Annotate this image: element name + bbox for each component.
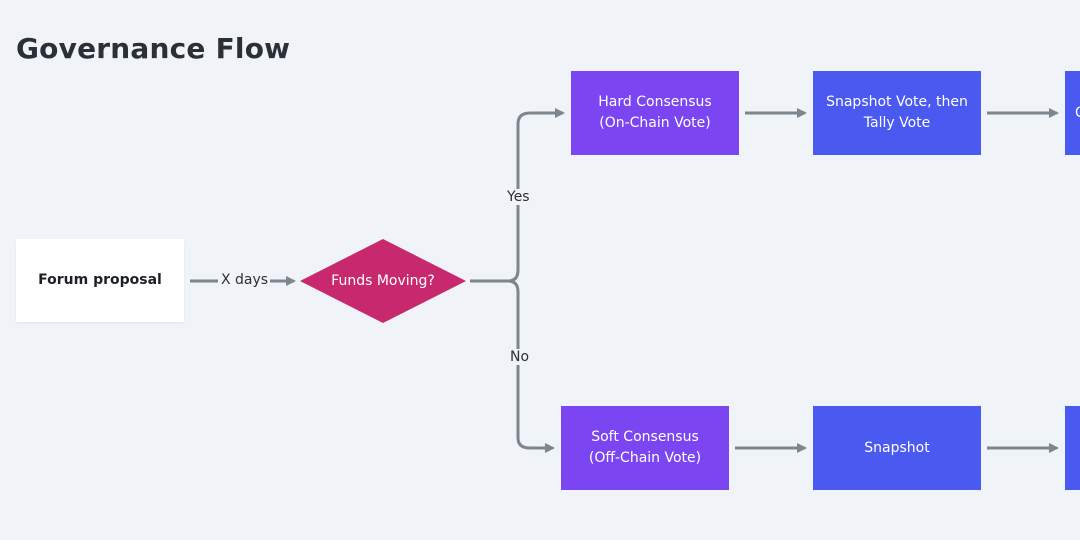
node-snapshot-label: Snapshot xyxy=(864,439,930,456)
node-forum-proposal[interactable]: Forum proposal xyxy=(16,239,184,322)
node-soft-consensus-label: Soft Consensus (Off-Chain Vote) xyxy=(588,429,702,466)
node-funds-moving-label: Funds Moving? xyxy=(331,273,435,289)
node-soft-consensus[interactable]: Soft Consensus (Off-Chain Vote) xyxy=(561,406,729,490)
edge-decision-no xyxy=(470,279,555,453)
edge-label-x-days: X days xyxy=(219,272,271,288)
node-top-offscreen[interactable]: C xyxy=(1065,71,1080,155)
node-funds-moving-label-wrap[interactable]: Funds Moving? xyxy=(300,239,466,323)
node-hard-consensus-label: Hard Consensus (On-Chain Vote) xyxy=(598,94,712,131)
edge-label-no: No xyxy=(508,349,532,365)
node-snapshot-tally[interactable]: Snapshot Vote, then Tally Vote xyxy=(813,71,981,155)
node-hard-consensus[interactable]: Hard Consensus (On-Chain Vote) xyxy=(571,71,739,155)
node-forum-proposal-label: Forum proposal xyxy=(38,272,162,288)
node-top-offscreen-label: C xyxy=(1075,104,1080,121)
page-title: Governance Flow xyxy=(16,32,291,65)
node-snapshot-tally-label: Snapshot Vote, then Tally Vote xyxy=(826,94,968,131)
node-bottom-offscreen[interactable] xyxy=(1065,406,1080,490)
node-snapshot[interactable]: Snapshot xyxy=(813,406,981,490)
edge-label-yes: Yes xyxy=(505,189,532,205)
decision-diamond xyxy=(300,239,466,323)
